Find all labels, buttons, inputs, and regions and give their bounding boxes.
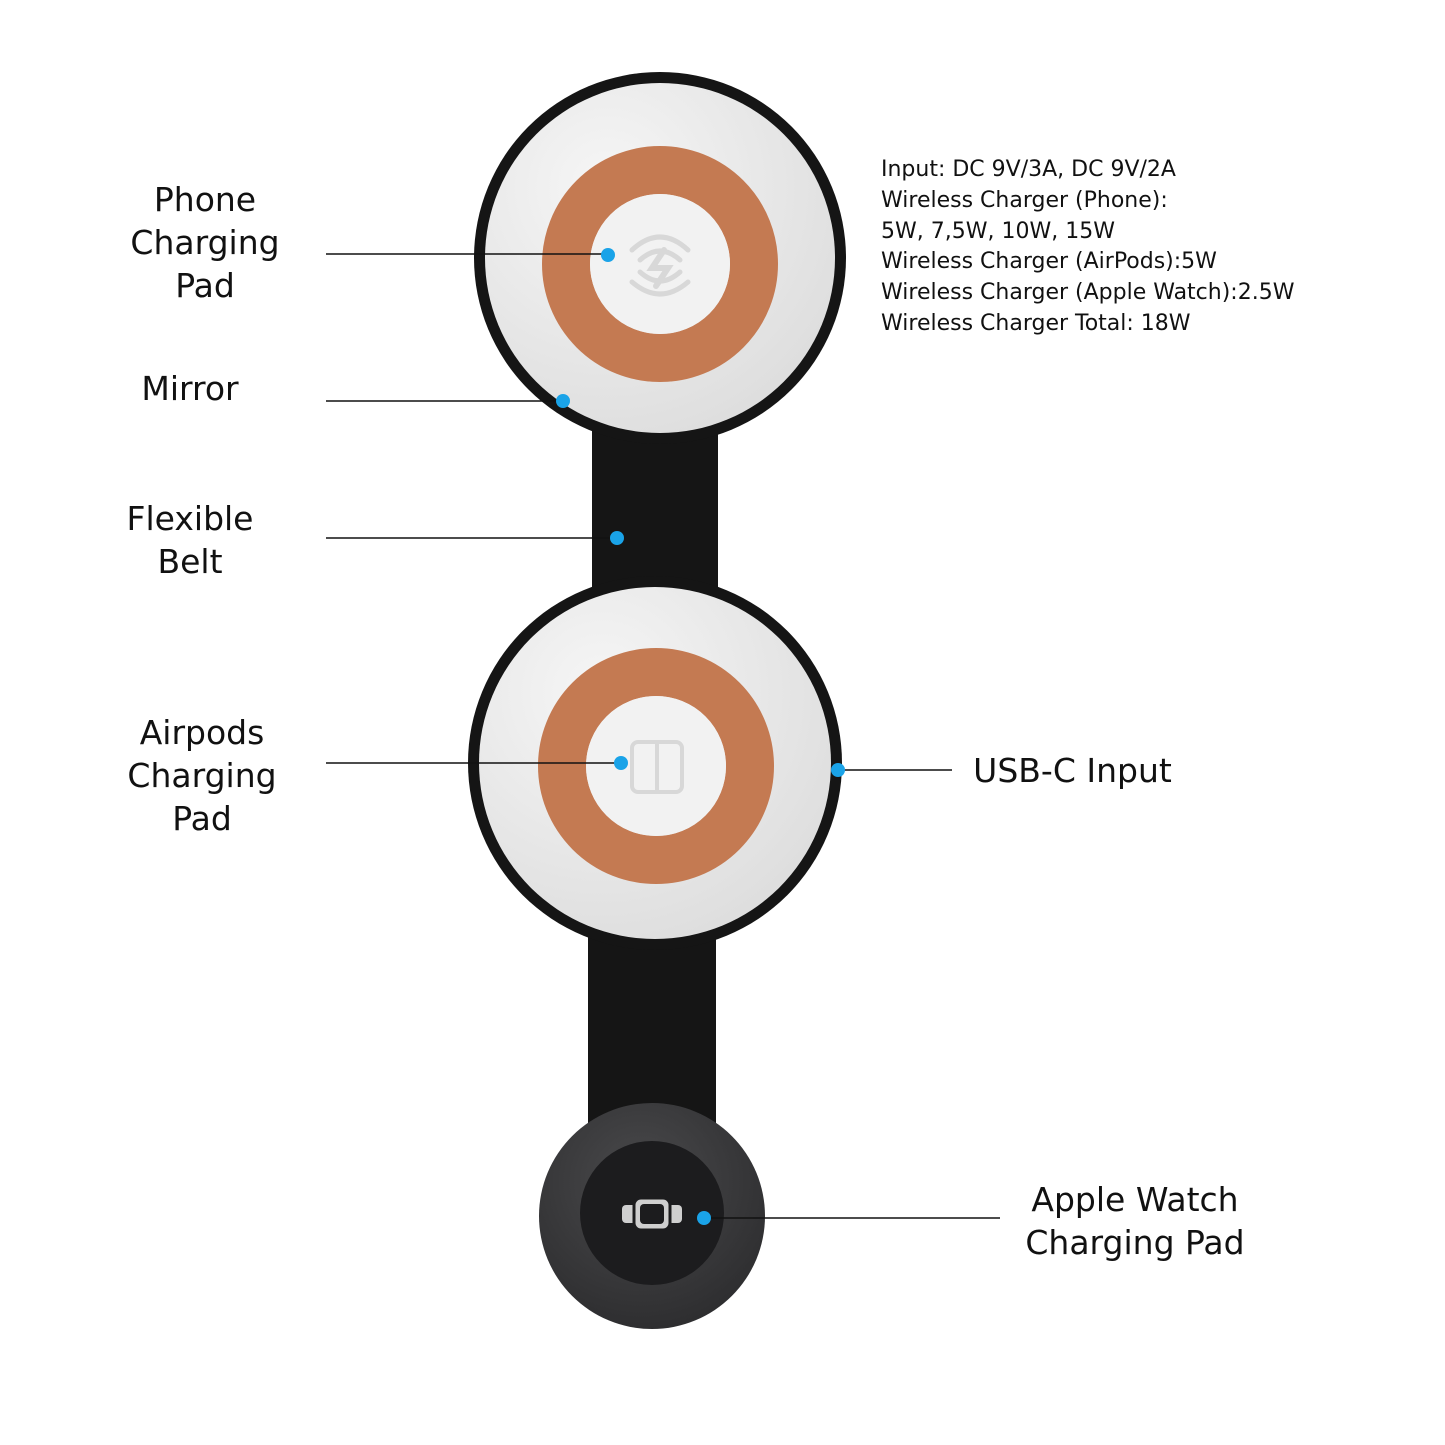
apple-watch-icon [622, 1196, 682, 1232]
label-phone-pad: Phone Charging Pad [130, 180, 280, 305]
specifications: Input: DC 9V/3A, DC 9V/2A Wireless Charg… [881, 155, 1294, 340]
airpods-copper-coil [538, 648, 774, 884]
phone-charging-pad [474, 72, 846, 444]
apple-watch-charging-pad [539, 1103, 765, 1329]
label-airpods-pad: Airpods Charging Pad [127, 713, 277, 838]
airpods-charging-pad [468, 576, 842, 950]
spec-line: Wireless Charger (AirPods):5W [881, 249, 1217, 275]
wireless-charging-icon [629, 234, 691, 297]
label-mirror: Mirror [141, 369, 239, 408]
marker-belt [610, 531, 624, 545]
marker-airpods-pad [614, 756, 628, 770]
label-usb-c: USB-C Input [973, 751, 1172, 790]
marker-watch-pad [697, 1211, 711, 1225]
flexible-belt-lower [588, 930, 716, 1130]
spec-line: Wireless Charger (Apple Watch):2.5W [881, 280, 1295, 306]
marker-phone-pad [601, 248, 615, 262]
label-belt: Flexible Belt [126, 499, 254, 581]
airpods-case-icon [630, 740, 684, 794]
spec-line: Wireless Charger (Phone): [881, 187, 1168, 213]
spec-line: 5W, 7,5W, 10W, 15W [881, 218, 1115, 244]
phone-copper-coil [542, 146, 778, 382]
spec-line: Wireless Charger Total: 18W [881, 310, 1191, 336]
marker-mirror [556, 394, 570, 408]
marker-usb-c [831, 763, 845, 777]
label-watch-pad: Apple Watch Charging Pad [1025, 1180, 1245, 1262]
spec-line: Input: DC 9V/3A, DC 9V/2A [881, 157, 1176, 182]
